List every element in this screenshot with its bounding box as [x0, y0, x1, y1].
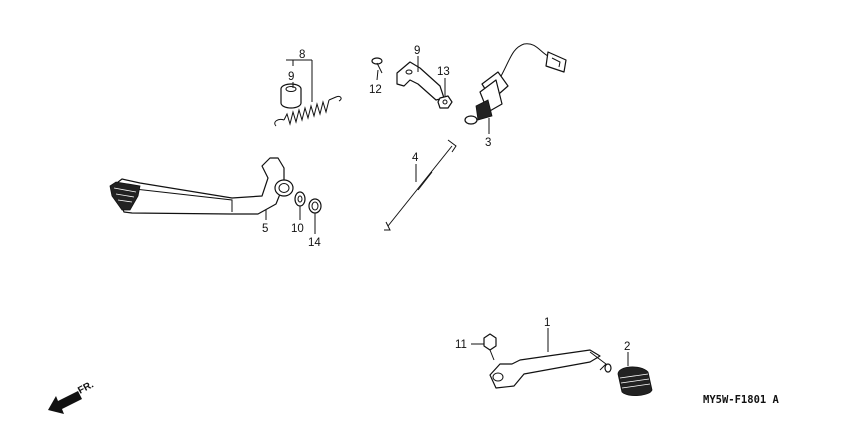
part-1-shift-lever [489, 349, 612, 389]
part-12-bolt [371, 57, 383, 74]
part-2-shift-rubber [617, 366, 653, 396]
label-3: 3 [485, 137, 491, 149]
label-10: 10 [291, 223, 304, 235]
front-arrow-icon [48, 391, 82, 414]
part-6-spring [274, 96, 342, 127]
label-1: 1 [544, 317, 550, 329]
part-labels: 8 9 5 10 14 12 9 13 3 4 1 11 2 [262, 45, 630, 353]
label-9: 9 [414, 45, 420, 57]
leader-lines [265, 56, 629, 366]
label-11: 11 [455, 339, 467, 351]
part-13-nut [437, 95, 453, 109]
label-14: 14 [308, 237, 321, 249]
part-11-bolt [483, 333, 497, 361]
part-3-brake-switch [464, 43, 567, 125]
diagram-code: MY5W-F1801 A [703, 394, 780, 406]
front-direction-indicator: FR. [48, 379, 96, 414]
front-direction-label: FR. [76, 379, 96, 396]
label-5: 5 [262, 223, 268, 235]
label-13: 13 [437, 66, 450, 78]
part-10-washer [294, 191, 306, 207]
part-4-rod [384, 139, 457, 231]
part-14-clip [308, 198, 322, 214]
label-8: 9 [288, 71, 294, 83]
label-6: 8 [299, 49, 305, 61]
part-5-brake-pedal [109, 157, 294, 215]
label-12: 12 [369, 84, 382, 96]
part-8-collar [280, 83, 302, 109]
label-4: 4 [412, 152, 419, 164]
label-2: 2 [624, 341, 630, 353]
part-9-bracket [396, 61, 445, 101]
